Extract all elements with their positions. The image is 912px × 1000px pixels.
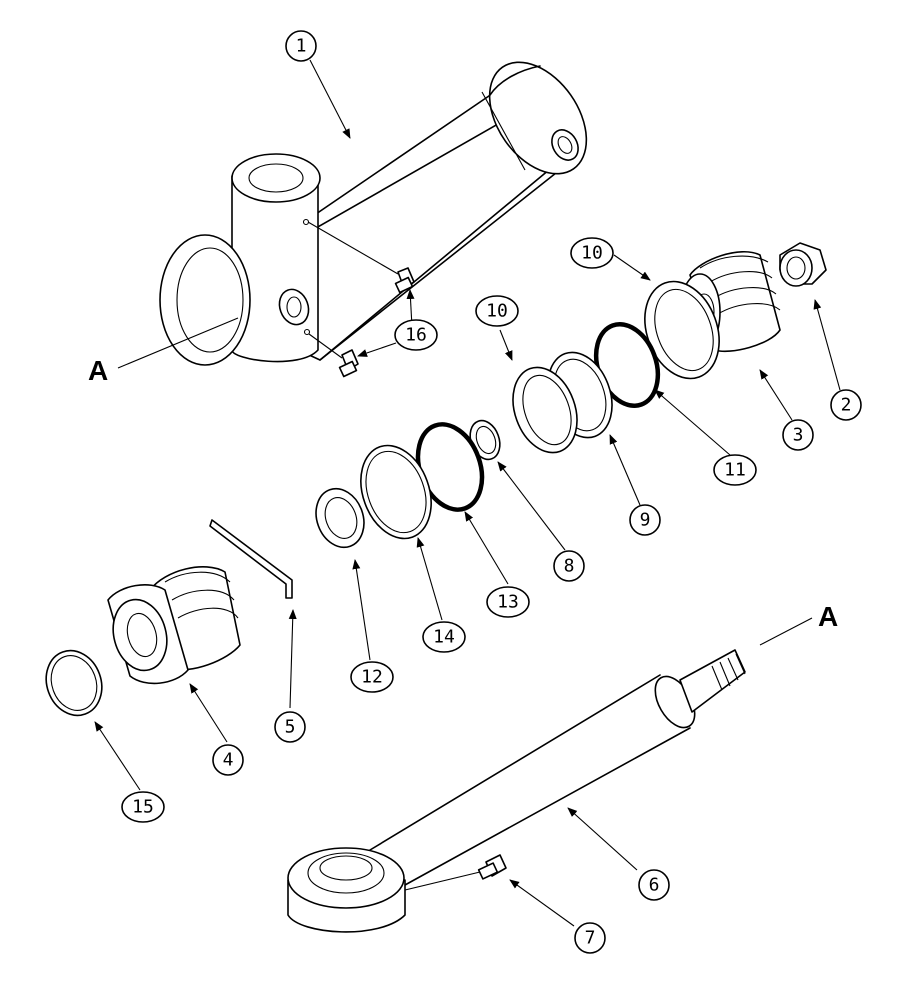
callout-16: 16 [394,319,438,351]
svg-text:10: 10 [581,243,603,264]
svg-text:4: 4 [223,750,234,771]
callout-7: 7 [574,922,606,954]
callout-11: 11 [713,454,757,486]
section-label-a-right: A [818,601,838,632]
callout-8: 8 [553,550,585,582]
callout-5: 5 [274,711,306,743]
callout-3: 3 [782,419,814,451]
grease-fitting-16 [307,221,415,378]
cylinder-barrel [159,61,588,366]
svg-text:7: 7 [585,928,596,949]
seal-10-lower [512,366,578,454]
svg-text:5: 5 [285,717,296,738]
piston-rod [287,649,746,933]
svg-text:13: 13 [497,592,519,613]
callout-6: 6 [638,869,670,901]
callout-4: 4 [212,744,244,776]
callout-9: 9 [629,504,661,536]
callout-2: 2 [830,389,862,421]
callout-13: 13 [486,586,530,618]
callout-12: 12 [350,661,394,693]
grease-fitting-7 [404,854,507,891]
callout-10-lower: 10 [475,295,519,327]
svg-text:15: 15 [132,797,154,818]
wiper-12 [315,487,365,549]
svg-text:8: 8 [564,556,575,577]
svg-text:6: 6 [649,875,660,896]
svg-text:1: 1 [296,36,307,57]
svg-text:10: 10 [486,301,508,322]
svg-text:16: 16 [405,325,427,346]
wiper-seal-15 [45,649,103,717]
nut [779,242,827,287]
callout-15: 15 [121,791,165,823]
svg-text:14: 14 [433,627,455,648]
section-label-a-left: A [88,355,108,386]
svg-text:11: 11 [724,460,746,481]
svg-text:3: 3 [793,425,804,446]
callout-1: 1 [285,30,317,62]
svg-text:2: 2 [841,395,852,416]
section-line-a [117,317,813,646]
svg-text:12: 12 [361,667,383,688]
callout-10-upper: 10 [570,237,614,269]
gland [107,566,241,685]
backup-ring-14 [360,444,432,540]
callout-14: 14 [422,621,466,653]
svg-text:9: 9 [640,510,651,531]
hex-key [209,519,293,599]
leader-lines [94,59,841,927]
